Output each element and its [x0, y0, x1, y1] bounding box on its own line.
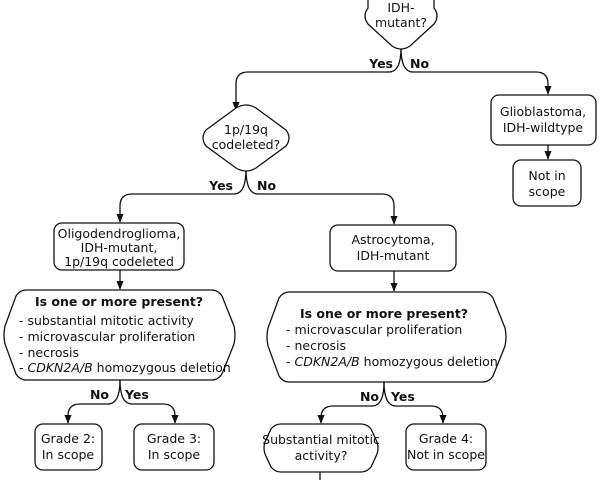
criteria-oligo-title: Is one or more present? — [35, 294, 203, 309]
criteria-oligo-shape — [3, 289, 236, 381]
branch-label-codel-yes: Yes — [208, 178, 233, 193]
criteria-astro-shape — [266, 291, 507, 383]
connector-codel-yes — [116, 193, 234, 223]
criteria-astro-item: - necrosis — [286, 338, 346, 353]
box-grade4: Grade 4: Not in scope — [405, 423, 487, 471]
branch-label-astro-no: No — [360, 389, 379, 404]
connector-idh-no-join — [400, 47, 414, 73]
decision-mitotic: Substantial mitotic activity? — [262, 423, 380, 473]
branch-label-astro-yes: Yes — [390, 389, 415, 404]
box-gbm-scope-shape — [512, 159, 582, 207]
box-gbm-scope-line-2: scope — [529, 184, 566, 199]
decision-codeleted-line-1: 1p/19q — [224, 122, 268, 137]
connector-idh-no — [413, 71, 552, 95]
box-oligodendroglioma-shape — [53, 222, 185, 271]
branch-label-codel-no: No — [257, 178, 276, 193]
box-glioblastoma: Glioblastoma, IDH-wildtype — [490, 94, 597, 146]
box-grade4-line-2: Not in scope — [407, 447, 485, 462]
criteria-oligo: Is one or more present? - substantial mi… — [3, 289, 236, 381]
connector-codel-stem-yes — [233, 168, 247, 195]
box-glioblastoma-shape — [490, 94, 597, 146]
criteria-astro: Is one or more present? - microvascular … — [266, 291, 507, 383]
connector-codel-no — [258, 193, 398, 225]
decision-mitotic-line-1: Substantial mitotic — [262, 432, 380, 447]
connector-astro-yes — [396, 405, 447, 424]
criteria-astro-title: Is one or more present? — [300, 306, 468, 321]
criteria-oligo-item: - CDKN2A/B homozygous deletion — [19, 360, 231, 375]
box-grade2-shape — [34, 423, 103, 471]
connector-oligo-stem-yes — [119, 379, 133, 405]
connector-astro-stem-yes — [383, 381, 397, 407]
branch-label-oligo-no: No — [90, 387, 109, 402]
decision-codeleted-line-2: codeleted? — [212, 137, 280, 152]
criteria-astro-item: - CDKN2A/B homozygous deletion — [286, 354, 498, 369]
box-oligo-line-1: Oligodendroglioma, — [58, 226, 181, 241]
box-astro-line-2: IDH-mutant — [357, 248, 430, 263]
criteria-astro-item: - microvascular proliferation — [286, 322, 462, 337]
box-grade3: Grade 3: In scope — [133, 423, 215, 471]
criteria-oligo-item: - necrosis — [19, 345, 79, 360]
box-grade3-shape — [133, 423, 215, 471]
box-gbm-scope-line-1: Not in — [528, 168, 565, 183]
decision-idh-line-2: mutant? — [375, 15, 427, 30]
criteria-oligo-item: - substantial mitotic activity — [19, 313, 194, 328]
box-grade4-shape — [405, 423, 487, 471]
connector-idh-yes — [232, 71, 389, 111]
connector-oligo-yes — [132, 403, 179, 424]
connector-codel-stem-no — [245, 168, 259, 195]
box-astrocytoma-shape — [329, 224, 457, 272]
box-grade3-line-1: Grade 3: — [147, 431, 201, 446]
decision-idh-shape — [364, 0, 438, 50]
box-oligo-line-2: IDH-mutant, — [81, 240, 158, 255]
decision-codeleted-shape — [202, 104, 290, 172]
connectors — [64, 47, 552, 480]
branch-label-idh-no: No — [410, 56, 429, 71]
box-grade2-line-2: In scope — [42, 447, 95, 462]
box-grade4-line-1: Grade 4: — [419, 431, 473, 446]
box-astrocytoma: Astrocytoma, IDH-mutant — [329, 224, 457, 272]
connector-oligo-stem-no — [107, 379, 121, 405]
branch-label-oligo-yes: Yes — [124, 387, 149, 402]
box-oligo-line-3: 1p/19q codeleted — [64, 254, 174, 269]
box-gbm-scope: Not in scope — [512, 159, 582, 207]
box-grade2: Grade 2: In scope — [34, 423, 103, 471]
box-grade3-line-2: In scope — [148, 447, 201, 462]
box-glioblastoma-line-1: Glioblastoma, — [500, 104, 586, 119]
box-glioblastoma-line-2: IDH-wildtype — [503, 120, 584, 135]
box-oligodendroglioma: Oligodendroglioma, IDH-mutant, 1p/19q co… — [53, 222, 185, 271]
connector-astro-no — [317, 405, 372, 424]
decision-idh-line-1: IDH- — [387, 0, 414, 15]
branch-label-idh-yes: Yes — [368, 56, 393, 71]
decision-mitotic-shape — [263, 423, 379, 473]
decision-codeleted: 1p/19q codeleted? — [202, 104, 290, 172]
decision-idh-mutant: IDH- mutant? — [364, 0, 438, 50]
criteria-oligo-item: - microvascular proliferation — [19, 329, 195, 344]
branch-labels: Yes No Yes No No Yes No Yes — [90, 56, 430, 404]
box-grade2-line-1: Grade 2: — [41, 431, 95, 446]
box-astro-line-1: Astrocytoma, — [351, 232, 434, 247]
decision-mitotic-line-2: activity? — [295, 448, 348, 463]
connector-oligo-no — [64, 403, 108, 424]
